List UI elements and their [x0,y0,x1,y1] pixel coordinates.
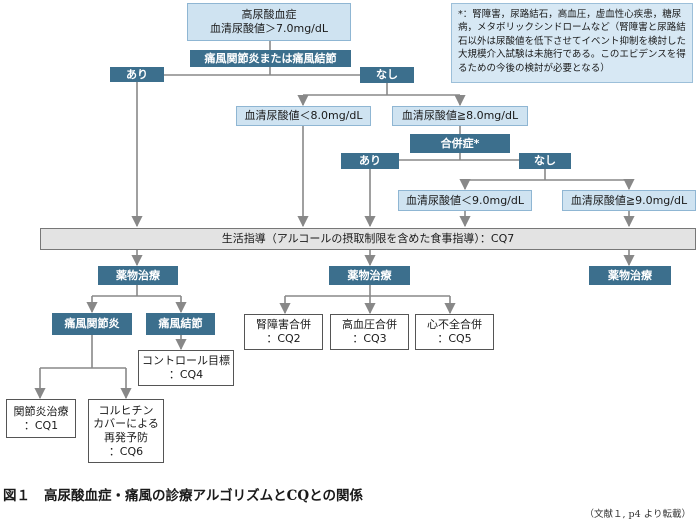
node-lifestyle-guidance: 生活指導（アルコールの摂取制限を含めた食事指導）：CQ7 [40,228,696,250]
node-yes-1: あり [110,67,164,82]
figure-number: 図１ [3,488,30,504]
source-citation: （文献１, p4 より転載） [584,509,692,520]
node-hyperuricemia: 高尿酸血症 血清尿酸値＞7.0mg/dL [187,3,351,41]
node-yes-2: あり [341,153,399,169]
node-ua-ge9: 血清尿酸値≧9.0mg/dL [562,190,696,211]
node-no-1: なし [360,67,414,83]
node-ua-lt9: 血清尿酸値＜9.0mg/dL [398,190,532,211]
node-colchicine-cq6: コルヒチン カバーによる 再発予防 ：CQ6 [88,399,164,463]
node-ua-ge8: 血清尿酸値≧8.0mg/dL [392,106,528,126]
node-drug-therapy-2: 薬物治療 [329,266,410,285]
figure-caption: 図１ 高尿酸血症・痛風の診療アルゴリズムとCQとの関係 [3,484,363,504]
node-heart-failure-cq5: 心不全合併 ：CQ5 [415,314,494,350]
footnote-box: *：腎障害，尿路結石，高血圧，虚血性心疾患，糖尿病，メタボリックシンドロームなど… [451,3,693,83]
node-renal-cq2: 腎障害合併 ：CQ2 [244,314,323,350]
node-no-2: なし [519,153,571,169]
node-hypertension-cq3: 高血圧合併 ：CQ3 [330,314,409,350]
node-drug-therapy-1: 薬物治療 [98,266,178,285]
node-gout-arthritis: 痛風関節炎 [52,313,132,335]
figure-title: 高尿酸血症・痛風の診療アルゴリズムとCQとの関係 [44,488,363,504]
node-arthritis-treatment-cq1: 関節炎治療 ：CQ1 [6,399,76,438]
node-ua-lt8: 血清尿酸値＜8.0mg/dL [236,106,371,126]
node-control-target-cq4: コントロール目標 ：CQ4 [138,350,234,386]
node-gout-tophus: 痛風結節 [146,313,215,335]
node-drug-therapy-3: 薬物治療 [589,266,671,285]
node-gout-question: 痛風関節炎または痛風結節 [190,50,351,67]
node-complication: 合併症* [410,134,510,153]
